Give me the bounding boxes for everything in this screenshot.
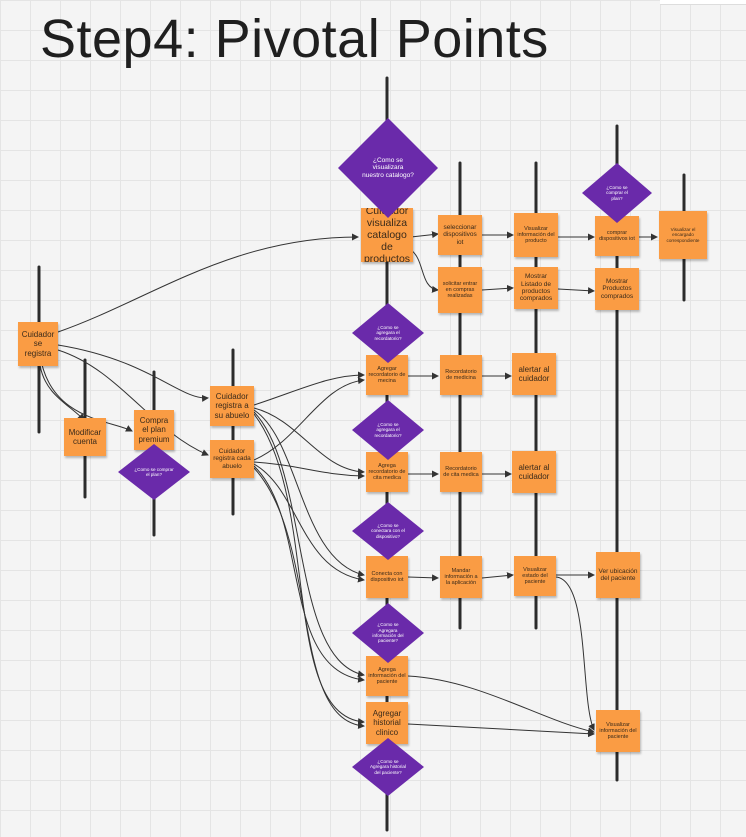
- diamond-text: ¿Como se Agregara historial del paciente…: [369, 759, 406, 775]
- note-text: Agregar historial clinico: [372, 709, 402, 737]
- connector: [253, 407, 365, 476]
- note-cuidador-registra[interactable]: Cuidador se registra: [18, 322, 58, 366]
- connector: [407, 723, 595, 738]
- note-text: Agrega información del paciente: [368, 666, 406, 686]
- note-text: Agrega recordatorio de cita medica: [368, 462, 406, 482]
- note-text: Modificar cuenta: [68, 427, 102, 446]
- connector: [555, 576, 595, 731]
- note-text: Compra el plan premium: [138, 416, 170, 444]
- note-text: Agregar recordatorio de mecina: [368, 365, 406, 385]
- connector: [253, 461, 365, 480]
- page-title: Step4: Pivotal Points: [40, 9, 549, 69]
- connector: [253, 411, 365, 678]
- note-text: Recordatorio de medicina: [445, 368, 477, 381]
- note-visualizar-estado[interactable]: Visualizar estado del paciente: [514, 556, 556, 596]
- diamond-text: ¿Como se Agregara información del pacien…: [372, 622, 404, 644]
- diamond-text: ¿Como se agregara el recordatorio?: [374, 325, 402, 341]
- note-agrega-informacion-paciente[interactable]: Agrega información del paciente: [366, 656, 408, 696]
- connector: [407, 574, 439, 582]
- note-text: Visualizar información del producto: [517, 225, 555, 245]
- connector: [253, 409, 365, 578]
- connector: [253, 371, 365, 406]
- note-agregar-historial[interactable]: Agregar historial clinico: [366, 702, 408, 744]
- connector: [253, 465, 365, 683]
- connector: [253, 413, 365, 725]
- connector: [410, 249, 439, 293]
- note-alertar-cuidador-2[interactable]: alertar al cuidador: [512, 451, 556, 493]
- diamond-text: ¿Como se conectara con el dispositivo?: [371, 523, 405, 539]
- note-solicitar-compras[interactable]: solicitar entrar en compras realizadas: [438, 267, 482, 313]
- note-recordatorio-cita[interactable]: Recordatorio de cita medica: [440, 452, 482, 492]
- note-text: Conecta con dispositivo iot: [370, 570, 404, 583]
- connector: [253, 463, 365, 583]
- note-text: comprar dispositivos iot: [599, 229, 635, 242]
- connector: [57, 344, 209, 402]
- note-visualizar-informacion-producto[interactable]: Visualizar información del producto: [514, 213, 558, 257]
- note-mostrar-listado[interactable]: Mostrar Listado de productos comprados: [514, 267, 558, 309]
- note-alertar-cuidador-1[interactable]: alertar al cuidador: [512, 353, 556, 395]
- note-ver-ubicacion[interactable]: Ver ubicación del paciente: [596, 552, 640, 598]
- note-text: Mandar información a la aplicación: [444, 567, 478, 587]
- connector: [57, 233, 359, 333]
- diamond-text: ¿Como se agregara el recordatorio?: [374, 422, 402, 438]
- note-text: Visualizar información del paciente: [599, 721, 637, 741]
- connector: [39, 354, 133, 432]
- note-visualizar-informacion-paciente[interactable]: Visualizar información del paciente: [596, 710, 640, 752]
- diamond-text: ¿Como se comprar el plan?: [134, 466, 174, 477]
- connector: [557, 287, 595, 295]
- connector: [57, 349, 209, 456]
- note-cuidador-registra-abuelo[interactable]: Cuidador registra a su abuelo: [210, 386, 254, 426]
- connector: [481, 284, 514, 292]
- note-text: Cuidador registra cada abuelo: [213, 447, 251, 470]
- note-cuidador-registra-cada-abuelo[interactable]: Cuidador registra cada abuelo: [210, 440, 254, 478]
- note-text: Recordatorio de cita medica: [443, 465, 479, 478]
- diamond-text: ¿Como se visualizara nuestro catalogo?: [362, 156, 414, 179]
- top-toolbar-strip: [660, 0, 746, 5]
- note-text: Visualizar estado del paciente: [522, 566, 548, 586]
- note-text: alertar al cuidador: [518, 462, 550, 481]
- note-text: Ver ubicación del paciente: [598, 567, 638, 582]
- note-mandar-informacion[interactable]: Mandar información a la aplicación: [440, 556, 482, 598]
- note-recordatorio-medicina[interactable]: Recordatorio de medicina: [440, 355, 482, 395]
- connector: [407, 675, 595, 735]
- note-text: alertar al cuidador: [518, 364, 550, 383]
- note-text: Cuidador registra a su abuelo: [214, 392, 250, 420]
- note-text: solicitar entrar en compras realizadas: [442, 280, 478, 300]
- diamond-text: ¿Como se comprar el plan?: [606, 185, 628, 201]
- connector: [39, 364, 85, 421]
- note-mostrar-productos[interactable]: Mostrar Productos comprados: [595, 268, 639, 310]
- note-text: Visualizar el encargado correspondiente: [666, 227, 700, 243]
- connector-arrows: [39, 231, 658, 738]
- note-text: Cuidador se registra: [21, 330, 55, 358]
- connector: [410, 231, 439, 239]
- note-modificar-cuenta[interactable]: Modificar cuenta: [64, 418, 106, 456]
- note-text: Mostrar Listado de productos comprados: [519, 273, 553, 303]
- note-visualizar-encargado[interactable]: Visualizar el encargado correspondiente: [659, 211, 707, 259]
- note-conecta-dispositivo[interactable]: Conecta con dispositivo iot: [366, 556, 408, 598]
- note-compra-plan[interactable]: Compra el plan premium: [134, 410, 174, 450]
- note-text: seleccionar dispositivos iot: [443, 223, 477, 246]
- note-text: Mostrar Productos comprados: [600, 277, 634, 300]
- connector: [481, 572, 514, 580]
- connector: [253, 377, 365, 461]
- note-seleccionar-dispositivos[interactable]: seleccionar dispositivos iot: [438, 215, 482, 255]
- connector: [253, 467, 365, 729]
